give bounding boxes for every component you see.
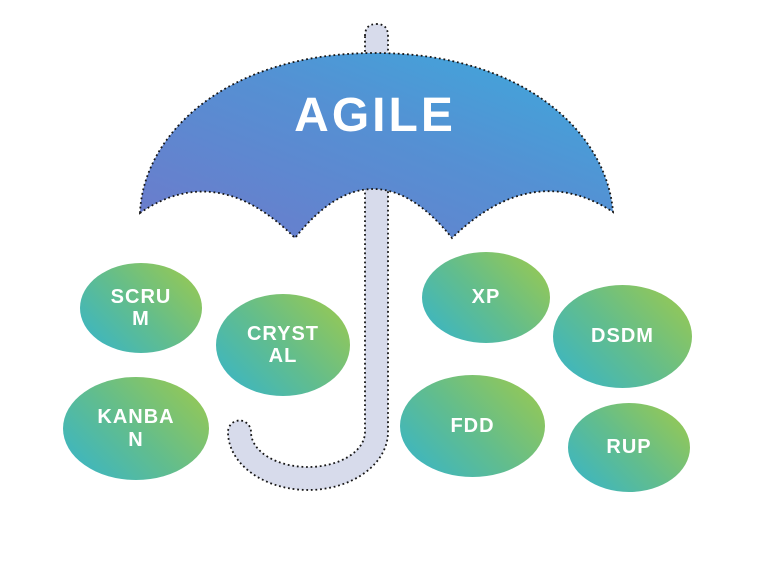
methodology-label-xp: XP — [471, 286, 501, 309]
methodology-bubble-xp: XP — [422, 252, 550, 343]
methodology-label-kanban: KANBA N — [97, 406, 175, 451]
methodology-bubble-kanban: KANBA N — [63, 377, 209, 480]
methodology-bubble-scrum: SCRU M — [80, 263, 202, 353]
methodology-label-fdd: FDD — [450, 414, 495, 437]
methodology-label-rup: RUP — [606, 436, 652, 459]
methodology-label-crystal: CRYST AL — [246, 322, 320, 367]
methodology-bubble-crystal: CRYST AL — [216, 294, 350, 396]
methodology-bubble-rup: RUP — [568, 403, 690, 492]
methodology-bubble-fdd: FDD — [400, 375, 545, 477]
agile-title: AGILE — [294, 89, 456, 142]
methodology-label-dsdm: DSDM — [591, 325, 654, 348]
umbrella-canopy — [139, 52, 615, 240]
methodology-bubble-dsdm: DSDM — [553, 285, 692, 388]
methodology-label-scrum: SCRU M — [110, 285, 172, 330]
